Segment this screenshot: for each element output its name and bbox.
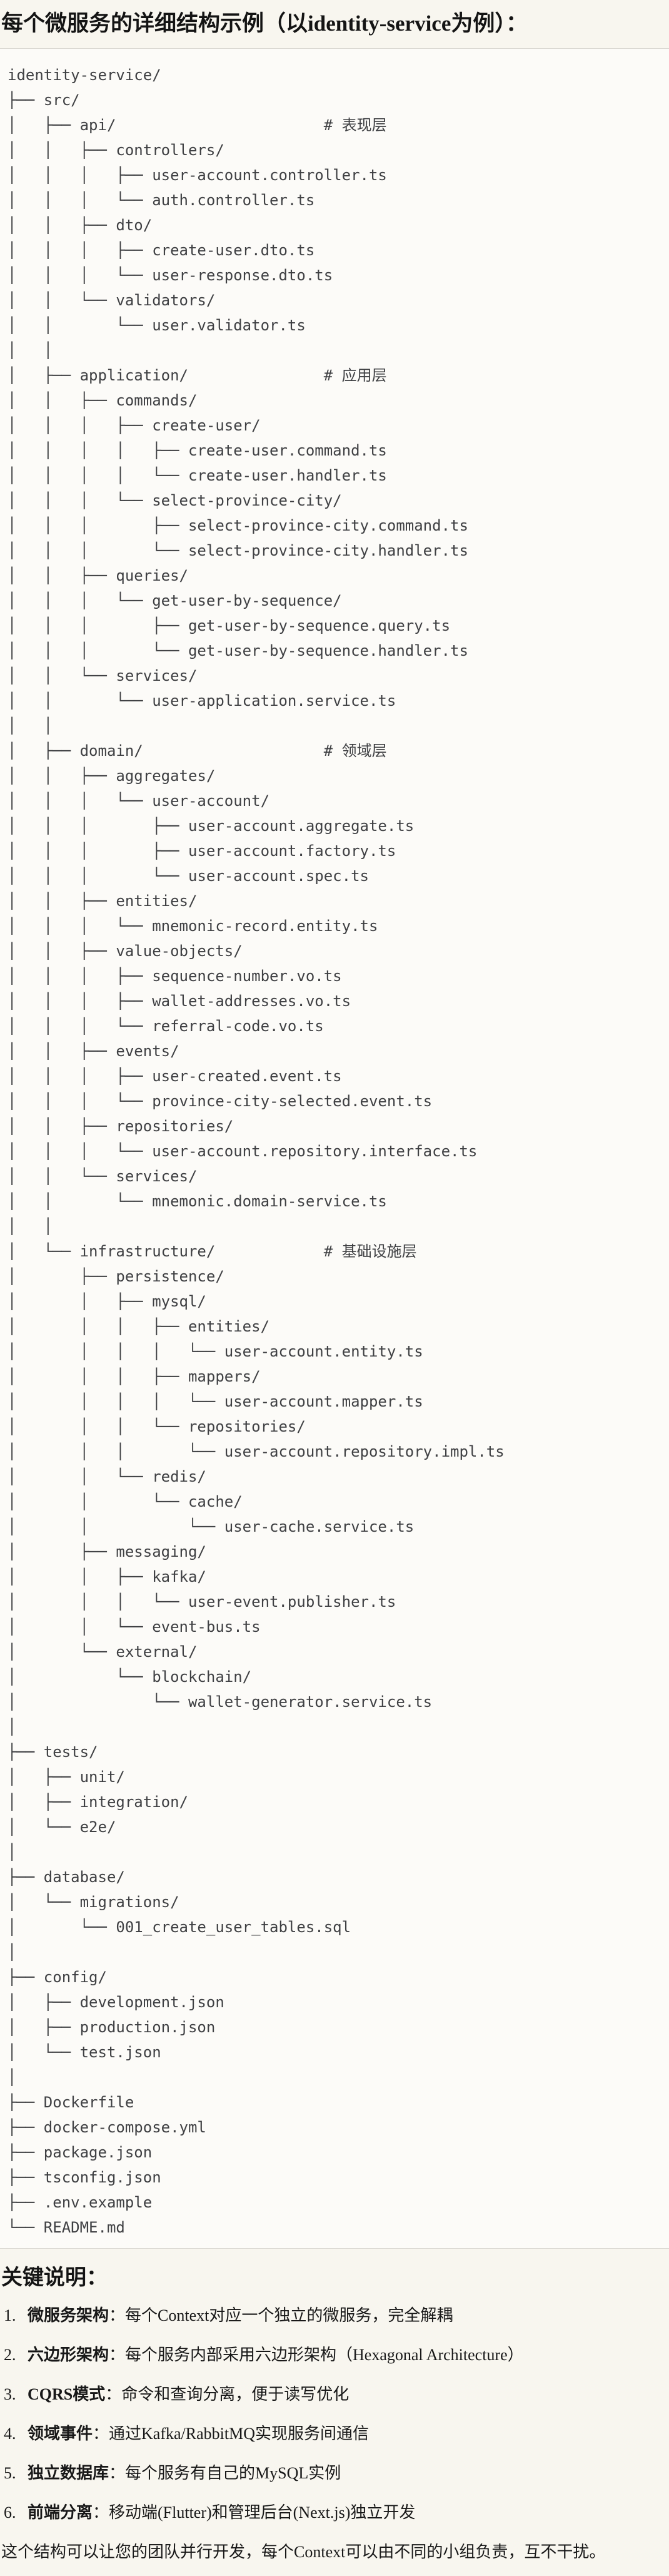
note-term: 六边形架构 <box>28 2346 109 2364</box>
note-number: 3. <box>4 2385 16 2403</box>
note-term: 领域事件 <box>28 2425 93 2443</box>
note-item: 2. 六边形架构：每个服务内部采用六边形架构（Hexagonal Archite… <box>4 2344 663 2365</box>
note-item: 6. 前端分离：移动端(Flutter)和管理后台(Next.js)独立开发 <box>4 2502 663 2523</box>
note-text: ：移动端(Flutter)和管理后台(Next.js)独立开发 <box>93 2503 416 2522</box>
note-text: ：每个Context对应一个独立的微服务，完全解耦 <box>109 2306 453 2324</box>
directory-tree: identity-service/ ├── src/ │ ├── api/ # … <box>8 66 505 2236</box>
note-number: 2. <box>4 2346 16 2364</box>
note-item: 1. 微服务架构：每个Context对应一个独立的微服务，完全解耦 <box>4 2305 663 2326</box>
directory-tree-panel: identity-service/ ├── src/ │ ├── api/ # … <box>0 48 669 2249</box>
note-text: ：命令和查询分离，便于读写优化 <box>105 2385 350 2403</box>
notes-heading: 关键说明： <box>1 2266 108 2289</box>
note-item: 4. 领域事件：通过Kafka/RabbitMQ实现服务间通信 <box>4 2423 663 2444</box>
page-header: 每个微服务的详细结构示例（以identity-service为例）： <box>0 0 669 48</box>
note-term: CQRS模式 <box>28 2385 106 2403</box>
note-body: 六边形架构：每个服务内部采用六边形架构（Hexagonal Architectu… <box>28 2344 524 2365</box>
note-text: ：每个服务内部采用六边形架构（Hexagonal Architecture） <box>109 2346 524 2364</box>
note-number: 6. <box>4 2503 16 2522</box>
note-body: CQRS模式：命令和查询分离，便于读写优化 <box>28 2384 349 2405</box>
note-number: 5. <box>4 2464 16 2482</box>
note-body: 独立数据库：每个服务有自己的MySQL实例 <box>28 2463 341 2483</box>
note-term: 微服务架构 <box>28 2306 109 2324</box>
note-text: ：通过Kafka/RabbitMQ实现服务间通信 <box>93 2425 369 2443</box>
note-term: 独立数据库 <box>28 2464 109 2482</box>
notes-footer: 这个结构可以让您的团队并行开发，每个Context可以由不同的小组负责，互不干扰… <box>1 2543 606 2561</box>
note-number: 1. <box>4 2306 16 2324</box>
note-body: 微服务架构：每个Context对应一个独立的微服务，完全解耦 <box>28 2305 453 2326</box>
page-title: 每个微服务的详细结构示例（以identity-service为例）： <box>1 11 528 36</box>
notes-section: 关键说明： 1. 微服务架构：每个Context对应一个独立的微服务，完全解耦 … <box>0 2249 669 2572</box>
note-body: 领域事件：通过Kafka/RabbitMQ实现服务间通信 <box>28 2423 369 2444</box>
note-text: ：每个服务有自己的MySQL实例 <box>109 2464 341 2482</box>
note-body: 前端分离：移动端(Flutter)和管理后台(Next.js)独立开发 <box>28 2502 415 2523</box>
note-item: 5. 独立数据库：每个服务有自己的MySQL实例 <box>4 2463 663 2483</box>
note-term: 前端分离 <box>28 2503 93 2522</box>
note-number: 4. <box>4 2425 16 2443</box>
note-item: 3. CQRS模式：命令和查询分离，便于读写优化 <box>4 2384 663 2405</box>
notes-list: 1. 微服务架构：每个Context对应一个独立的微服务，完全解耦 2. 六边形… <box>1 2305 663 2523</box>
